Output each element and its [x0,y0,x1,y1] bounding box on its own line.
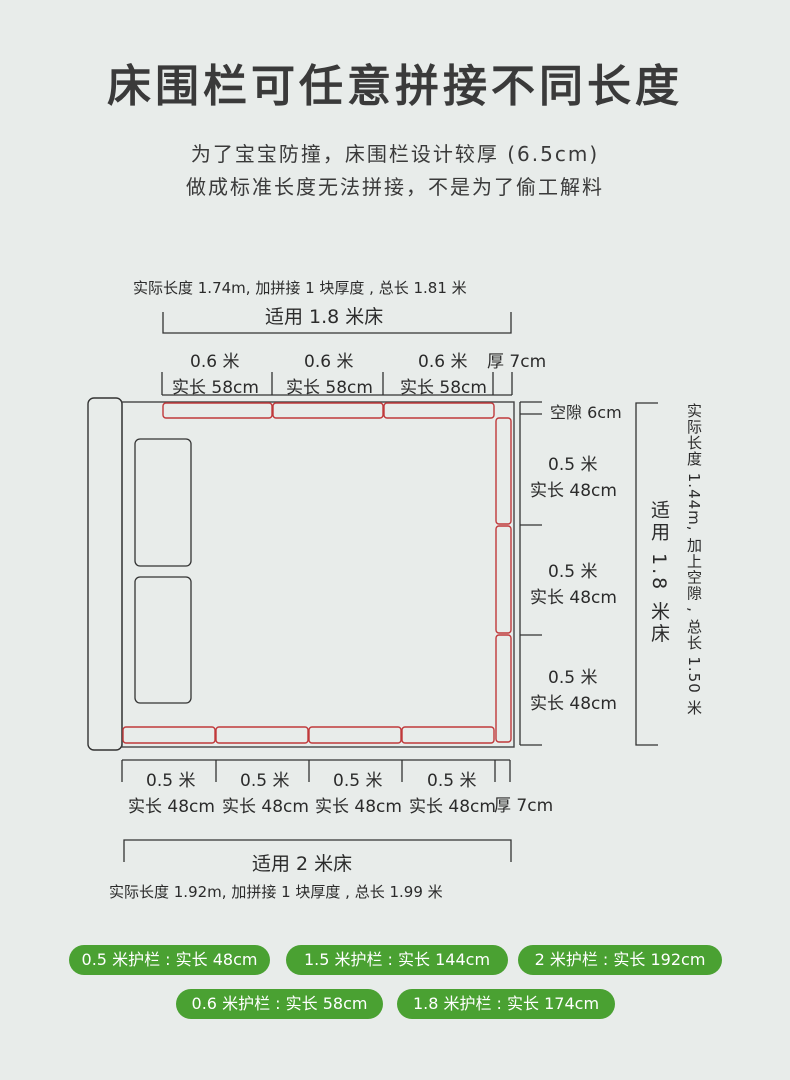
top-segment-ruler [161,372,513,396]
rail-top-2 [272,402,384,419]
bottom-seg-2-actual: 实长 48cm [222,797,309,817]
top-seg-3-actual: 实长 58cm [400,378,487,398]
subtitle-line-2: 做成标准长度无法拼接，不是为了偷工解料 [186,175,604,199]
bed-headboard [87,397,123,751]
subtitle-line-1: 为了宝宝防撞，床围栏设计较厚 (6.5cm) [190,142,600,166]
right-segment-ruler [519,401,542,746]
bottom-fit-bracket [123,839,512,862]
bottom-seg-3-size: 0.5 米 [333,771,383,791]
top-note: 实际长度 1.74m, 加拼接 1 块厚度 , 总长 1.81 米 [133,279,467,297]
rail-bottom-4 [401,726,495,744]
right-fit-bracket [635,402,658,746]
pill-1-5m-rail: 1.5 米护栏 : 实长 144cm [286,945,508,975]
bottom-seg-4-actual: 实长 48cm [409,797,496,817]
pill-2m-rail: 2 米护栏 : 实长 192cm [518,945,722,975]
bottom-rails [122,726,495,744]
pill-0-5m-rail: 0.5 米护栏 : 实长 48cm [69,945,270,975]
bottom-seg-1-actual: 实长 48cm [128,797,215,817]
bottom-fit-label: 适用 2 米床 [252,853,353,875]
bottom-segment-ruler [121,759,511,782]
pill-0-6m-rail: 0.6 米护栏 : 实长 58cm [176,989,383,1019]
top-rails [162,402,495,419]
top-seg-1-size: 0.6 米 [190,352,240,372]
rail-right-3 [495,634,512,743]
rail-right-1 [495,417,512,525]
page-title: 床围栏可任意拼接不同长度 [107,61,683,112]
pill-1-8m-rail: 1.8 米护栏 : 实长 174cm [397,989,615,1019]
right-seg-1-size: 0.5 米 [548,455,598,475]
pillow-2 [134,576,192,704]
bottom-thickness: 厚 7cm [494,796,554,816]
right-seg-3-size: 0.5 米 [548,668,598,688]
right-seg-2-actual: 实长 48cm [530,588,617,608]
right-rails [495,417,512,743]
bottom-seg-4-size: 0.5 米 [427,771,477,791]
right-seg-1-actual: 实长 48cm [530,481,617,501]
right-fit-label: 适用 1.8 米床 [648,500,670,646]
top-seg-3-size: 0.6 米 [418,352,468,372]
pillow-1 [134,438,192,567]
right-note: 实际长度 1.44m, 加上空隙 , 总长 1.50 米 [685,403,703,716]
top-seg-2-size: 0.6 米 [304,352,354,372]
rail-top-1 [162,402,273,419]
bed-frame [121,401,515,748]
bottom-note: 实际长度 1.92m, 加拼接 1 块厚度 , 总长 1.99 米 [109,883,443,901]
top-fit-label: 适用 1.8 米床 [265,306,384,328]
top-seg-1-actual: 实长 58cm [172,378,259,398]
rail-bottom-2 [215,726,309,744]
rail-right-2 [495,525,512,634]
top-seg-2-actual: 实长 58cm [286,378,373,398]
rail-bottom-3 [308,726,402,744]
top-thickness: 厚 7cm [487,352,547,372]
rail-top-3 [383,402,495,419]
top-fit-bracket [162,312,512,334]
right-seg-2-size: 0.5 米 [548,562,598,582]
rail-bottom-1 [122,726,216,744]
right-seg-3-actual: 实长 48cm [530,694,617,714]
bottom-seg-3-actual: 实长 48cm [315,797,402,817]
bottom-seg-2-size: 0.5 米 [240,771,290,791]
right-gap-label: 空隙 6cm [550,403,622,422]
bottom-seg-1-size: 0.5 米 [146,771,196,791]
